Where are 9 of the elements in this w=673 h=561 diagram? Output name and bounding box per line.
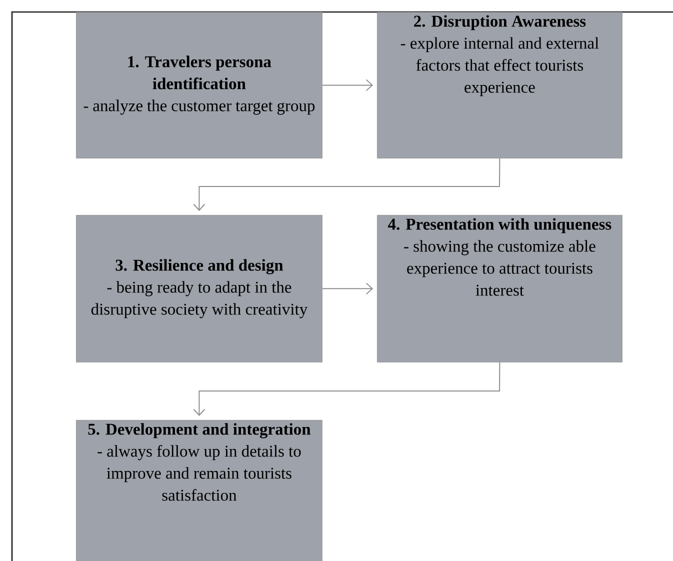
arrow [322, 282, 373, 295]
step-box: 4. Presentation with uniqueness - showing the customize able experience to attract tourists interest [377, 214, 622, 362]
arrow [193, 362, 500, 416]
arrow [322, 79, 373, 92]
step-box: 3. Resilience and design - being ready to adapt in the disruptive society with creativity [76, 214, 322, 362]
step-box: 2. Disruption Awareness - explore internal and external factors that effect tourists experience [377, 12, 622, 158]
step-box: 1. Travelers persona identification - analyze the customer target group [76, 12, 322, 158]
step-box: 5. Development and integration - always follow up in details to improve and remain tourists satisfaction [76, 420, 322, 561]
arrow [193, 158, 500, 211]
